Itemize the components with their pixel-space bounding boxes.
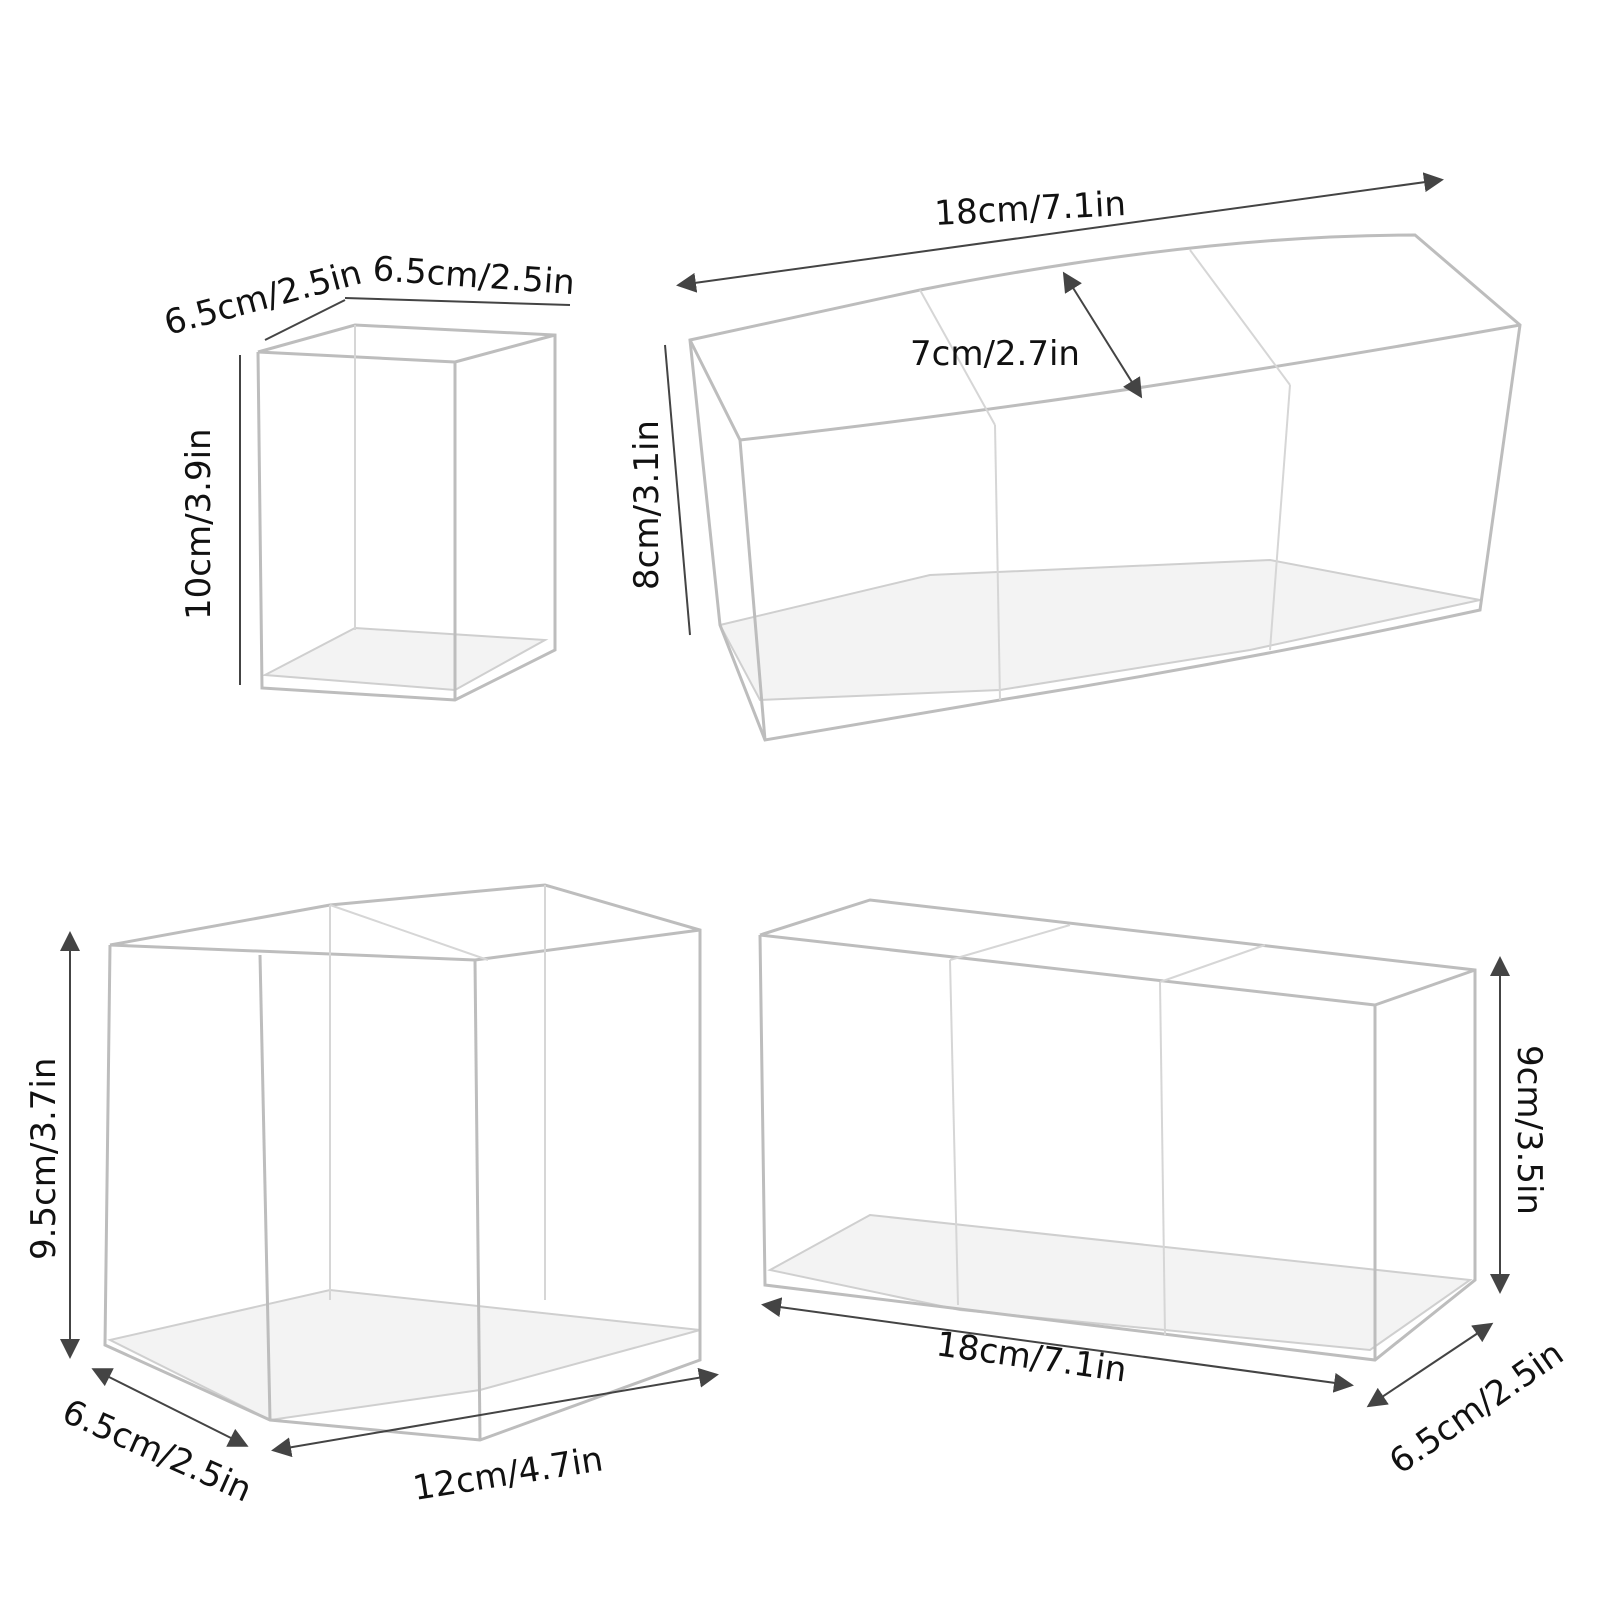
double-length-label: 12cm/4.7in bbox=[410, 1439, 606, 1508]
double-height-label: 9.5cm/3.7in bbox=[24, 1058, 64, 1260]
double-depth-label: 6.5cm/2.5in bbox=[56, 1392, 257, 1511]
three-compartment-holder bbox=[758, 898, 1510, 1408]
curved-three-compartment-holder bbox=[664, 172, 1522, 742]
single-width-label: 6.5cm/2.5in bbox=[371, 249, 576, 303]
single-pen-holder bbox=[239, 297, 571, 702]
curved-height-label: 8cm/3.1in bbox=[627, 420, 667, 590]
triple-height-label: 9cm/3.5in bbox=[1509, 1045, 1549, 1215]
triple-length-label: 18cm/7.1in bbox=[934, 1324, 1129, 1390]
curved-compartment-label: 7cm/2.7in bbox=[910, 334, 1080, 374]
single-height-label: 10cm/3.9in bbox=[179, 428, 219, 620]
two-compartment-holder bbox=[60, 883, 719, 1458]
triple-depth-label: 6.5cm/2.5in bbox=[1382, 1334, 1571, 1483]
